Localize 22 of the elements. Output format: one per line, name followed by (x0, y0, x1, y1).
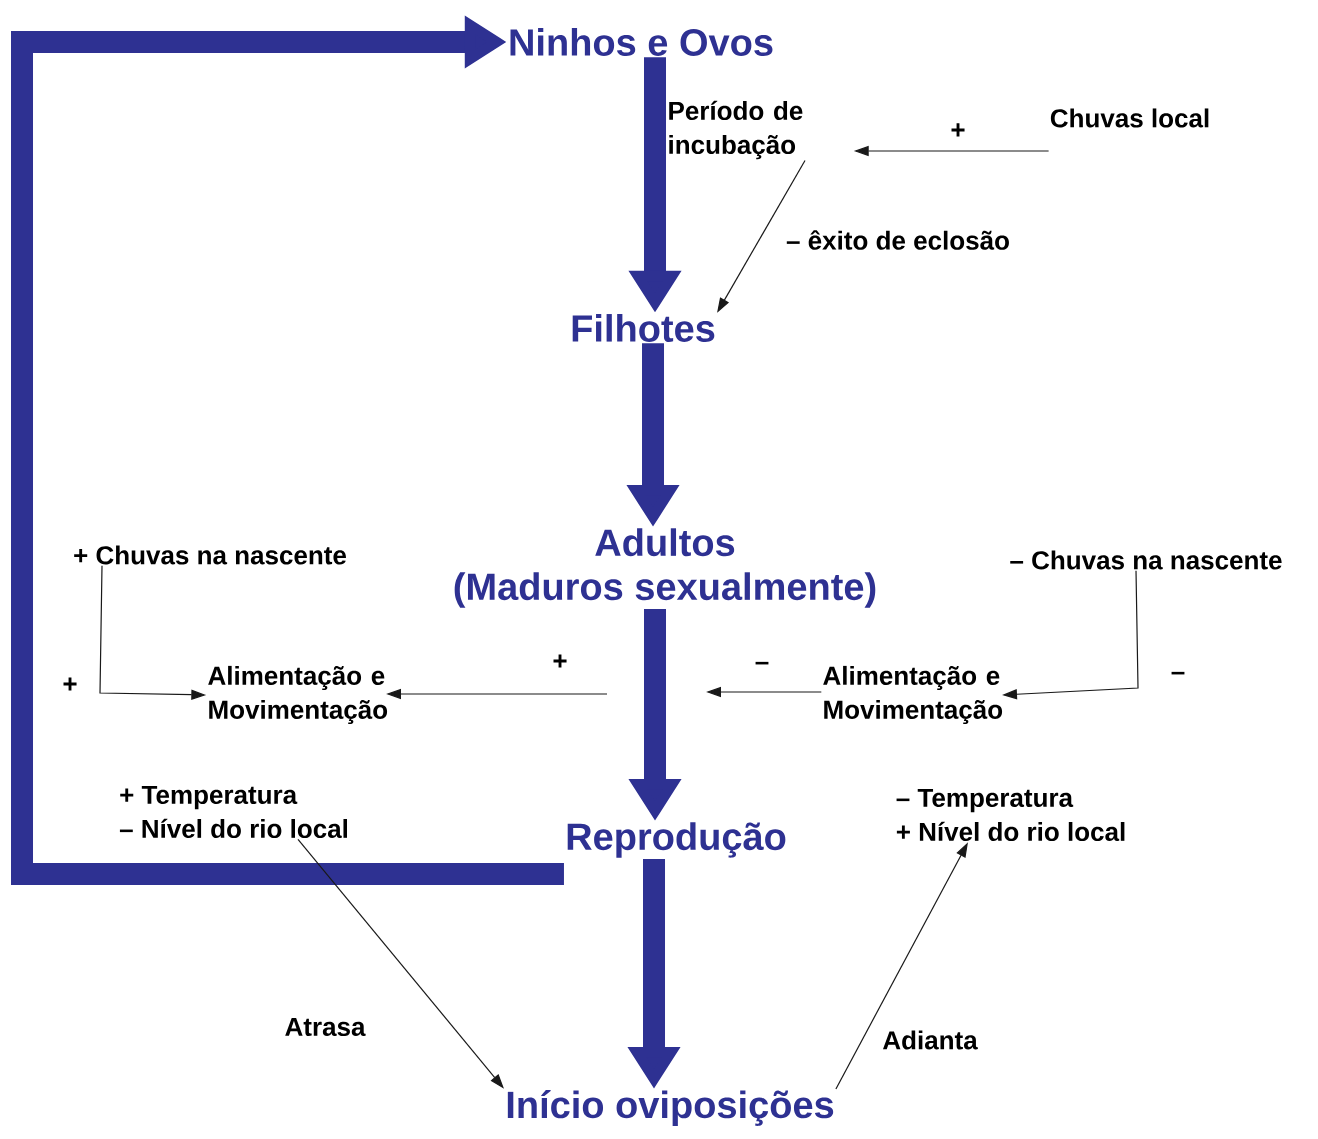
stage-label: Filhotes (572, 314, 715, 342)
factor-label: Período de incubação (669, 100, 803, 160)
edge-label: + (61, 676, 79, 694)
edge-label: + (949, 122, 967, 140)
edge-label: + (551, 653, 569, 671)
stage-label: Adultos (Maduros sexualmente) (454, 528, 876, 608)
factor-label: Chuvas local (1050, 108, 1209, 128)
edge-label: – (753, 660, 771, 672)
flow-arrow (11, 15, 564, 885)
factor-label: – Temperatura + Nível do rio local (896, 788, 1125, 842)
edge-label: – êxito de eclosão (785, 229, 1011, 251)
factor-label: Alimentação e Movimentação (823, 665, 1003, 725)
factor-label: Alimentação e Movimentação (208, 665, 388, 725)
stage-label: Ninhos e Ovos (510, 28, 773, 56)
factor-label: + Chuvas na nascente (74, 545, 346, 565)
stage-label: Início oviposições (507, 1090, 834, 1126)
edge-label: Adianta (881, 1029, 979, 1051)
factor-label: + Temperatura – Nível do rio local (119, 785, 347, 839)
edge-label: – (1169, 670, 1187, 682)
factor-label: – Chuvas na nascente (1010, 550, 1282, 570)
stage-label: Reprodução (567, 822, 786, 858)
edge-label: Atrasa (283, 1016, 367, 1038)
